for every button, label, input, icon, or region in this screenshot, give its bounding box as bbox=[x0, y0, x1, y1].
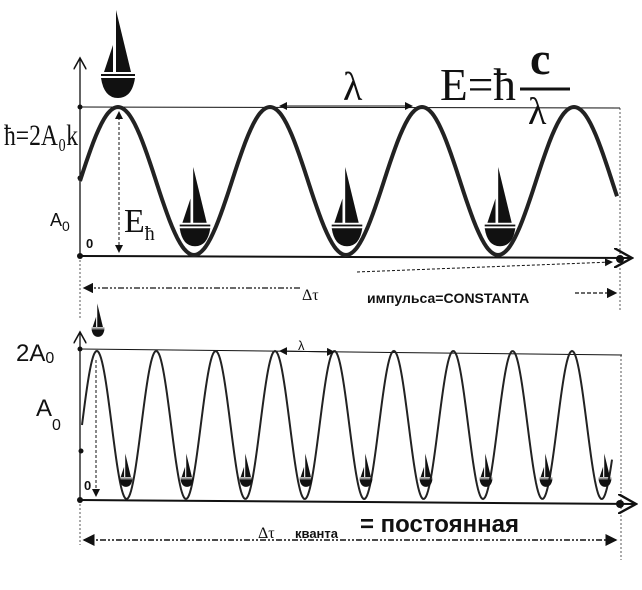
sailboat-icon bbox=[331, 167, 363, 247]
svg-text:c: c bbox=[530, 33, 550, 84]
energy-formula: E=ħ c λ bbox=[440, 33, 570, 133]
energy-label: Eħ bbox=[124, 203, 155, 245]
top-x-axis bbox=[79, 256, 632, 258]
sailboat-icon bbox=[119, 453, 133, 487]
top-y-label-hbar: ħ=2A₀k bbox=[4, 119, 78, 152]
bottom-y-label-a0: A0 bbox=[36, 395, 61, 434]
bottom-wave-diagram: 2A0 A0 0 λ Δτ кванта = постоянная bbox=[16, 303, 636, 560]
top-wavelength-label: λ bbox=[343, 64, 363, 109]
sailboat-icon bbox=[180, 453, 194, 487]
sailboat-icon bbox=[91, 303, 105, 337]
sailboat-icon bbox=[484, 167, 516, 247]
bottom-wavelength-label: λ bbox=[298, 338, 305, 353]
sailboat-icon bbox=[179, 167, 211, 247]
top-wave-diagram: ħ=2A₀k A0 0 Eħ λ E=ħ c λ Δτ импульса=CON… bbox=[4, 10, 632, 320]
bottom-peak-line bbox=[79, 348, 623, 356]
quantum-duration-label: Δτ кванта = постоянная bbox=[258, 511, 519, 542]
bottom-y-label-zero: 0 bbox=[84, 478, 91, 493]
svg-text:= постоянная: = постоянная bbox=[360, 511, 519, 538]
svg-text:E=ħ: E=ħ bbox=[440, 59, 516, 110]
bottom-x-axis bbox=[79, 500, 636, 504]
sailboat-icon bbox=[239, 453, 253, 487]
sailboat-icon bbox=[101, 10, 135, 98]
top-y-label-a0: A0 bbox=[50, 210, 70, 234]
sailboat-icon bbox=[539, 453, 553, 487]
pulse-duration-subscript: импульса=CONSTANTA bbox=[367, 290, 529, 306]
top-y-label-zero: 0 bbox=[86, 236, 93, 251]
sailboat-icon bbox=[359, 453, 373, 487]
svg-text:кванта: кванта bbox=[295, 526, 339, 541]
pulse-duration-label: Δτ bbox=[302, 287, 319, 304]
sailboat-icon bbox=[598, 453, 612, 487]
bottom-sine-wave bbox=[81, 349, 613, 501]
bottom-wavelength-arrow bbox=[279, 347, 335, 356]
pulse-duration-arrow-diag bbox=[356, 258, 613, 273]
sailboat-icon bbox=[299, 453, 313, 487]
sailboat-icon bbox=[419, 453, 433, 487]
top-sine-wave bbox=[78, 104, 619, 258]
bottom-y-label-2a0: 2A0 bbox=[16, 340, 54, 367]
sailboat-icon bbox=[479, 453, 493, 487]
svg-text:λ: λ bbox=[528, 91, 547, 133]
